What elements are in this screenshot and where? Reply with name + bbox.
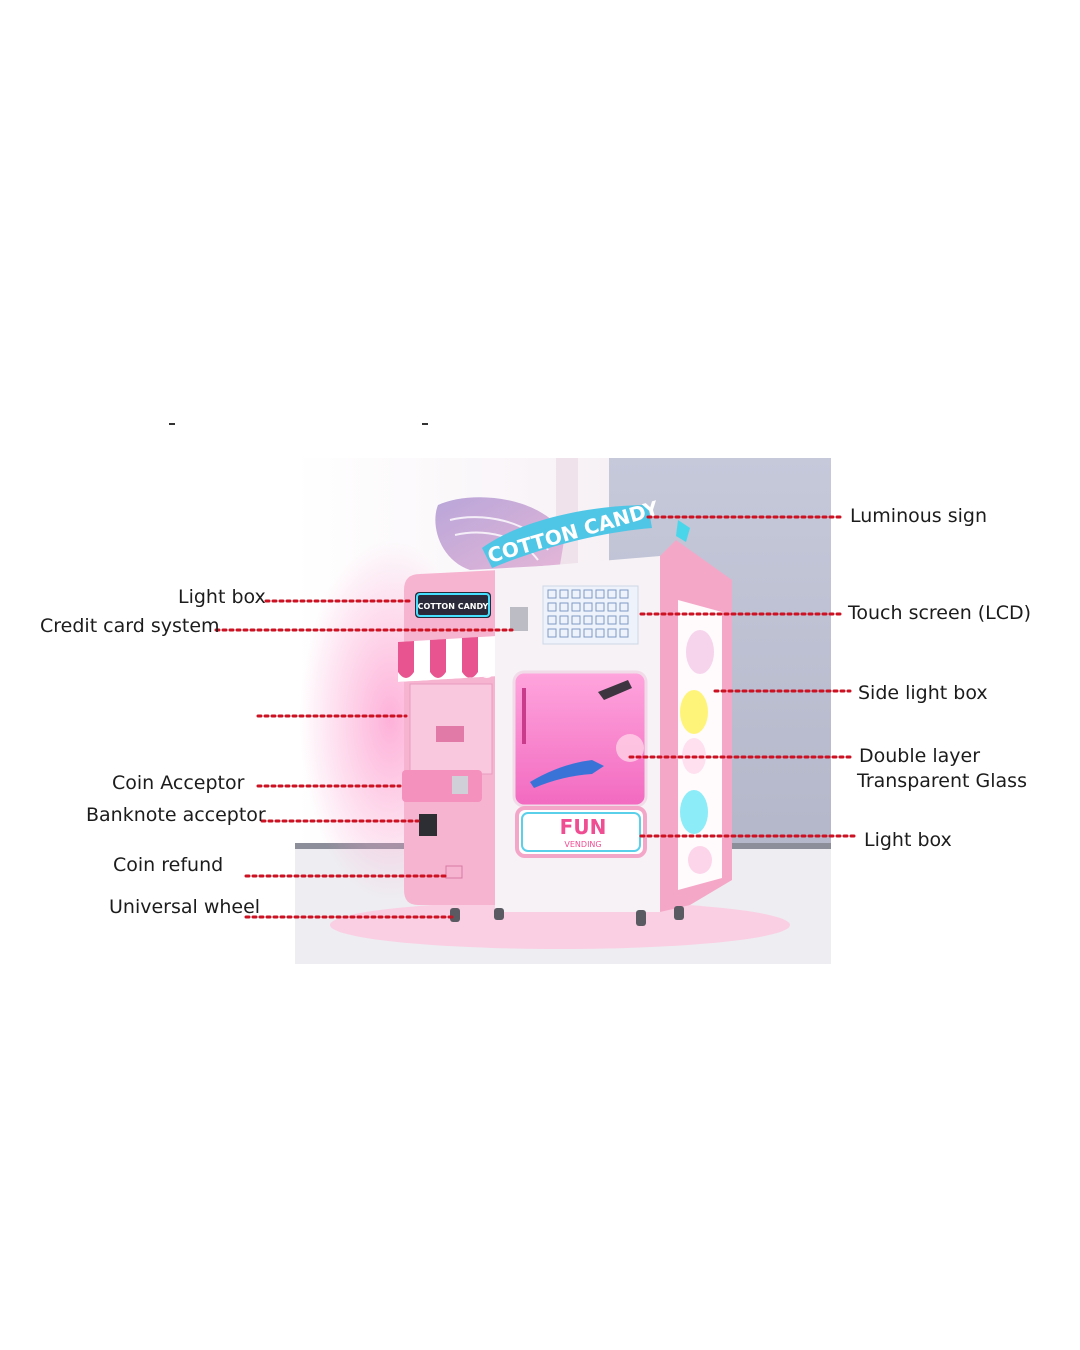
label-double-layer-line1: Double layer: [859, 745, 981, 767]
light-box-left: [415, 592, 491, 618]
label-coin-acceptor: Coin Acceptor: [112, 772, 245, 794]
label-universal-wheel: Universal wheel: [109, 896, 261, 918]
label-touch-screen: Touch screen (LCD): [848, 602, 1032, 624]
label-luminous-sign: Luminous sign: [850, 505, 988, 527]
light-box-left-text: COTTON CANDY: [418, 602, 489, 611]
label-light-box-left: Light box: [178, 586, 266, 608]
wing-curve: [454, 531, 539, 561]
awning: [398, 636, 497, 682]
fun-light-box: [515, 806, 647, 858]
label-coin-refund: Coin refund: [113, 854, 224, 876]
coin-refund-tray: [445, 865, 463, 879]
dash-mark: [169, 423, 175, 425]
card-reader: [510, 607, 528, 631]
label-banknote-acceptor: Banknote acceptor: [86, 804, 266, 826]
wheels: [450, 906, 684, 926]
touch-screen: [542, 585, 639, 645]
banknote-slot: [419, 814, 437, 836]
label-credit-card: Credit card system: [40, 615, 220, 637]
dash-mark: [422, 423, 428, 425]
robot-arm: [598, 680, 632, 700]
top-ribbon: [676, 520, 690, 542]
label-double-layer-line2: Transparent Glass: [857, 770, 1027, 792]
label-light-box-right: Light box: [864, 829, 952, 851]
luminous-sign-plate: [482, 505, 652, 568]
coin-acceptor-slot: [452, 776, 468, 794]
label-side-light-box: Side light box: [858, 682, 988, 704]
fun-text: FUN: [560, 815, 607, 839]
fun-sub-text: VENDING: [564, 840, 601, 849]
robot-arm-lower: [530, 760, 604, 788]
